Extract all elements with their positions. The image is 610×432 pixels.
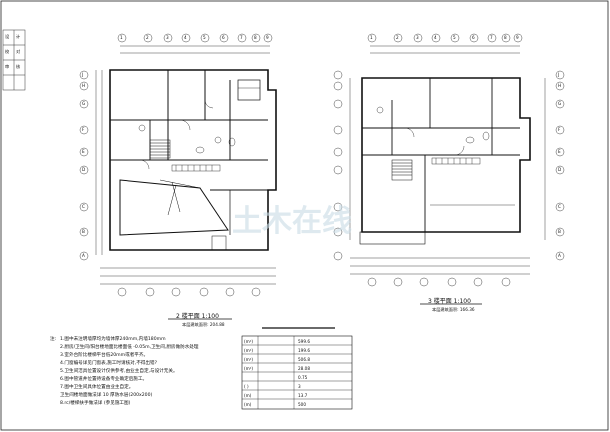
area-value: 199.6	[298, 348, 310, 353]
axis-side-right-H: H	[558, 83, 562, 88]
left-title-strip	[2, 29, 26, 91]
axis-side-left-F: F	[82, 127, 85, 132]
axis-side-right-A: A	[558, 253, 561, 258]
plan-right	[333, 33, 565, 287]
axis-top-right-3: 3	[416, 35, 419, 40]
stamp-char: 对	[16, 49, 21, 54]
axis-side-right-F: F	[558, 127, 561, 132]
axis-side-left-G: G	[82, 101, 86, 106]
stamp-char: 校	[5, 49, 10, 54]
axis-top-right-9: 9	[516, 35, 519, 40]
note-item: 7.图中卫生间具体位置由业主自定。	[60, 385, 134, 390]
area-value: 0.75	[298, 375, 308, 380]
stamp-char: 设	[5, 34, 10, 39]
stamp-char: 计	[16, 34, 21, 39]
axis-side-right-G: G	[558, 101, 562, 106]
note-item: 4.门窗编号详见门窗表,施工时请核对,不得出错?	[60, 361, 158, 366]
note-item: 5.卫生间洁具位置设计仅供参考,由业主自定,与设计无关。	[60, 369, 178, 374]
note-item: 6.图中管道井位置待设备专业确定后施工。	[60, 377, 148, 382]
axis-side-right-E: E	[558, 149, 561, 154]
axis-top-right-7: 7	[490, 35, 493, 40]
area-unit: (m)	[244, 402, 252, 407]
axis-top-right-2: 2	[396, 35, 399, 40]
area-unit: (m²)	[244, 366, 254, 371]
area-value: 13.7	[298, 393, 308, 398]
area-value: 500	[298, 402, 306, 407]
stamp-char: 审	[5, 64, 10, 69]
axis-side-left-B: B	[82, 229, 85, 234]
axis-top-right-1: 1	[370, 35, 373, 40]
axis-side-right-J: J	[558, 72, 560, 77]
axis-side-left-E: E	[82, 149, 85, 154]
axis-side-right-C: C	[558, 204, 561, 209]
note-item: 2.厨房/卫生间/阳台楼地面比楼面低 -0.05m,卫生间,厨房做防水处理	[60, 345, 199, 350]
area-unit: (m)	[244, 393, 252, 398]
area-value: 506.8	[298, 357, 310, 362]
axis-top-left-8: 8	[254, 35, 257, 40]
axis-top-right-8: 8	[504, 35, 507, 40]
area-value: 599.6	[298, 339, 310, 344]
axis-top-left-6: 6	[222, 35, 225, 40]
plan-right-area-note: 本层建筑面积: 166.36	[432, 307, 475, 312]
area-unit: (m²)	[244, 348, 254, 353]
axis-top-right-6: 6	[472, 35, 475, 40]
plan-right-title: 3 楼平面 1:100	[428, 298, 471, 305]
note-item: 1.图中未注明墙厚均为墙体厚240mm,内墙180mm	[60, 337, 166, 342]
note-item: 3.室外台阶比楼梯平台低20mm或者平齐。	[60, 353, 149, 358]
axis-top-right-5: 5	[453, 35, 456, 40]
area-value: 3	[298, 384, 301, 389]
axis-top-left-9: 9	[266, 35, 269, 40]
axis-top-left-4: 4	[184, 35, 187, 40]
axis-side-left-D: D	[82, 167, 86, 172]
stamp-char: 核	[16, 64, 21, 69]
axis-top-left-5: 5	[203, 35, 206, 40]
axis-side-left-C: C	[82, 204, 85, 209]
axis-side-left-H: H	[82, 83, 86, 88]
axis-side-left-A: A	[82, 253, 85, 258]
axis-top-left-3: 3	[166, 35, 169, 40]
axis-top-left-2: 2	[146, 35, 149, 40]
area-unit: (m²)	[244, 357, 254, 362]
note-item: 8.rc/楼梯扶手做法详 (参见施工图)	[60, 401, 131, 406]
plan-left	[79, 33, 277, 297]
area-unit: (m²)	[244, 339, 254, 344]
axis-side-right-D: D	[558, 167, 562, 172]
axis-side-right-B: B	[558, 229, 561, 234]
watermark: 土木在线	[232, 204, 352, 239]
axis-top-right-4: 4	[434, 35, 437, 40]
area-table-grid	[241, 327, 353, 410]
axis-top-left-7: 7	[240, 35, 243, 40]
plan-left-area-note: 本层建筑面积: 204.88	[182, 322, 225, 327]
note-item: 卫生间楼地面做法详 10 厚防水层(200x200)	[60, 393, 153, 398]
notes-head: 注:	[50, 337, 57, 342]
axis-top-left-1: 1	[120, 35, 123, 40]
area-value: 28.08	[298, 366, 310, 371]
plan-left-title: 2 楼平面 1:100	[176, 313, 219, 320]
axis-side-left-J: J	[82, 72, 84, 77]
area-unit: ( )	[244, 384, 249, 389]
